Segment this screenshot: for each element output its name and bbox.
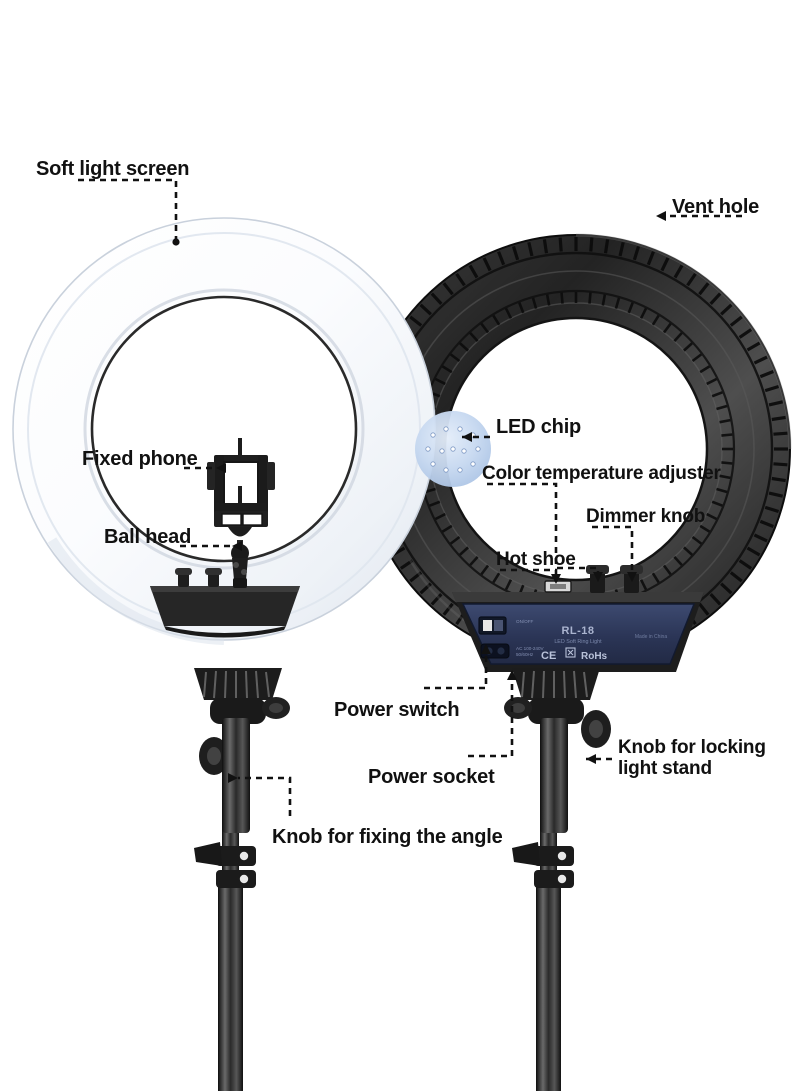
knob-locking-light-stand-part-left[interactable] [199,737,229,775]
ce-mark: CE [541,650,556,662]
callout-arrow-heads [172,211,666,783]
panel-socket-text: AC 100-240V [516,646,545,651]
knob-fixing-angle-part[interactable] [194,842,256,888]
callout-label-power-socket: Power socket [368,766,495,788]
leader-soft-light-screen [78,178,178,240]
knob-label-line-2: light stand [618,758,712,780]
callout-label-soft-light-screen: Soft light screen [36,158,190,180]
panel-switch-text: ON/OFF [516,619,534,624]
stand-clamp-right[interactable] [512,842,574,888]
led-chip-inset [415,411,491,487]
panel-origin-text: Made in China [635,634,667,640]
leader-knob-fix-angle [238,776,292,816]
tilt-bracket-left [194,668,290,888]
callout-label-vent-hole: Vent hole [672,196,760,218]
callout-label-led-chip: LED chip [496,416,582,438]
weee-mark [565,647,576,658]
ring-light-back-view: RL-18 LED Soft Ring Light Made in China … [361,233,792,1091]
callout-label-knob-fixing-angle: Knob for fixing the angle [272,826,503,848]
power-switch-part[interactable] [478,616,507,635]
leader-dimmer-knob [592,525,634,580]
panel-subtitle-text: LED Soft Ring Light [554,639,602,645]
callout-label-knob-locking-light-stand: Knob for locking light stand [618,737,800,780]
callout-label-color-temperature-adjuster: Color temperature adjuster [482,463,721,484]
hot-shoe-part[interactable] [544,580,572,593]
callout-label-power-switch: Power switch [334,699,460,721]
base-plate-left [150,568,300,638]
callout-label-hot-shoe: Hot shoe [496,549,576,570]
callout-label-ball-head: Ball head [104,526,192,548]
leader-power-switch [424,646,488,690]
power-socket-part[interactable] [480,643,510,659]
panel-model-text: RL-18 [561,625,594,637]
rohs-mark: RoHs [581,651,608,662]
callout-label-fixed-phone: Fixed phone [82,448,198,470]
knob-label-line-1: Knob for locking [618,737,766,758]
callout-label-dimmer-knob: Dimmer knob [586,506,706,527]
panel-socket-text-2: 50/60Hz [516,652,534,657]
knob-locking-light-stand-part[interactable] [581,710,611,748]
leader-power-socket [468,672,514,758]
ball-head-mount[interactable] [228,527,252,588]
phone-holder[interactable] [207,438,275,527]
tilt-bracket-right [504,668,611,888]
ring-light-front-view [12,217,436,1091]
leader-hot-shoe [500,568,558,582]
